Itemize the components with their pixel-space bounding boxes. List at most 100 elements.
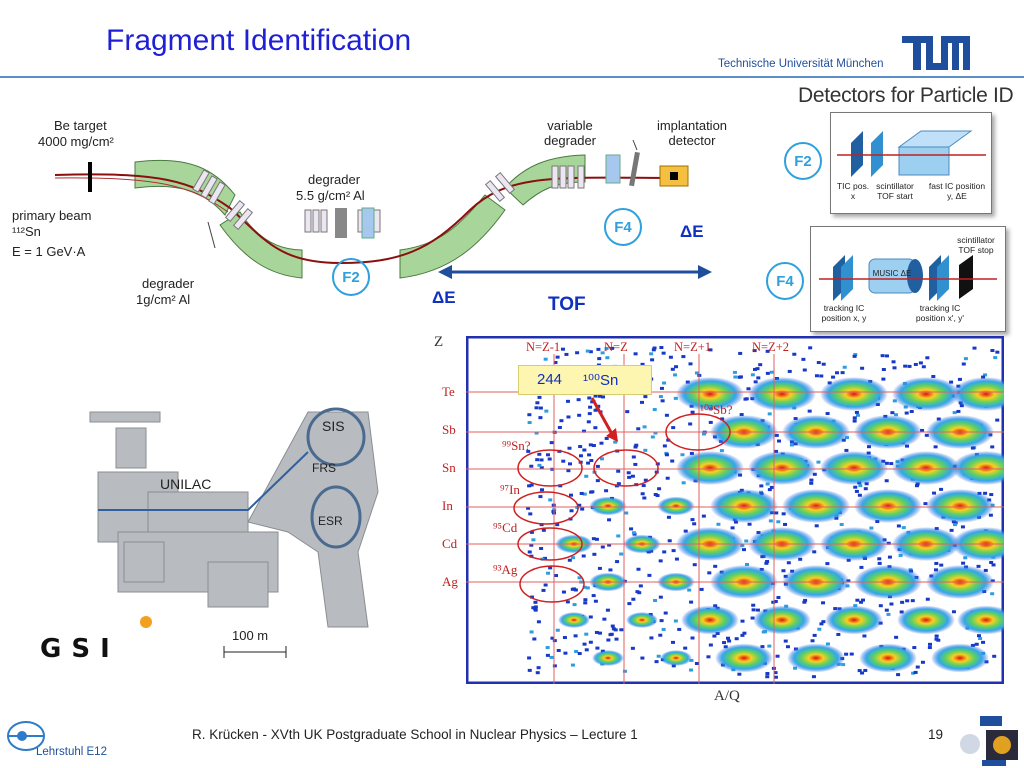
scatter-pixel: [650, 435, 655, 439]
scatter-pixel: [983, 491, 988, 495]
scatter-pixel: [589, 459, 594, 463]
scatter-pixel: [636, 427, 641, 431]
scatter-pixel: [631, 597, 636, 601]
scatter-pixel: [533, 600, 538, 604]
scatter-pixel: [932, 491, 937, 495]
scatter-pixel: [624, 511, 629, 515]
isotope-blob: [710, 489, 778, 523]
scatter-pixel: [602, 617, 607, 621]
scatter-pixel: [891, 360, 896, 364]
scatter-pixel: [529, 543, 534, 547]
scatter-pixel: [853, 353, 858, 357]
scatter-pixel: [934, 568, 939, 572]
count-arrow: [590, 397, 614, 435]
scatter-pixel: [957, 377, 962, 381]
scatter-pixel: [793, 666, 798, 670]
scatter-pixel: [904, 411, 909, 415]
scatter-pixel: [658, 595, 663, 599]
scatter-pixel: [857, 493, 862, 497]
scatter-pixel: [635, 590, 640, 594]
isotope-95cd: ⁹⁵Cd: [493, 520, 518, 535]
scatter-pixel: [810, 639, 815, 643]
scatter-pixel: [540, 488, 545, 492]
scatter-pixel: [952, 411, 957, 415]
scatter-pixel: [905, 599, 910, 603]
scatter-pixel: [573, 634, 578, 638]
scatter-pixel: [836, 632, 841, 636]
scatter-pixel: [536, 620, 541, 624]
scatter-pixel: [633, 462, 638, 466]
scatter-pixel: [737, 672, 742, 676]
scatter-pixel: [638, 584, 643, 588]
degrader1-thickness: 1g/cm² Al: [136, 292, 191, 307]
scatter-pixel: [857, 669, 862, 673]
scatter-pixel: [990, 592, 995, 596]
scatter-pixel: [576, 398, 581, 402]
isotope-blob: [820, 377, 888, 411]
scatter-pixel: [550, 636, 555, 640]
scatter-pixel: [531, 538, 536, 542]
scatter-pixel: [633, 445, 638, 449]
isotope-blob: [892, 451, 960, 485]
scatter-pixel: [597, 357, 602, 361]
scatter-pixel: [595, 646, 600, 650]
scatter-pixel: [990, 445, 995, 449]
scatter-pixel: [809, 478, 814, 482]
scatter-pixel: [825, 412, 830, 416]
scatter-pixel: [983, 373, 988, 377]
scatter-pixel: [546, 453, 551, 457]
chair-label: Lehrstuhl E12: [36, 746, 107, 758]
scatter-pixel: [910, 599, 915, 603]
tic-label: TIC pos. x: [836, 181, 870, 201]
n-line-label: N=Z+2: [752, 340, 790, 354]
scatter-pixel: [527, 656, 532, 660]
scatter-pixel: [760, 645, 765, 649]
scatter-pixel: [852, 354, 857, 358]
scale-bar: [223, 646, 287, 658]
scatter-pixel: [923, 502, 928, 506]
n-line-label: N=Z: [604, 340, 628, 354]
e12-logo: [7, 721, 45, 751]
scatter-pixel: [931, 374, 936, 378]
scatter-pixel: [529, 483, 534, 487]
scatter-pixel: [814, 374, 819, 378]
scatter-pixel: [546, 571, 551, 575]
scatter-pixel: [889, 602, 894, 606]
scatter-pixel: [566, 469, 571, 473]
scatter-pixel: [583, 601, 588, 605]
isotope-blob: [952, 451, 1004, 485]
scatter-pixel: [776, 520, 781, 524]
scatter-pixel: [543, 583, 548, 587]
scatter-pixel: [534, 431, 539, 435]
scatter-pixel: [819, 374, 824, 378]
scatter-pixel: [725, 636, 730, 640]
scatter-pixel: [767, 412, 772, 416]
scatter-pixel: [593, 599, 598, 603]
isotope-blob: [748, 377, 816, 411]
scatter-pixel: [738, 351, 743, 355]
count-arrowhead: [606, 428, 618, 442]
delta-e-left: ΔE: [432, 288, 456, 307]
f2-marker: F2: [332, 258, 370, 296]
isotope-blob: [592, 650, 624, 666]
header-divider: [0, 76, 1024, 78]
scatter-pixel: [671, 640, 676, 644]
scatter-pixel: [570, 663, 575, 667]
f2-detector-box: TIC pos. x scintillator TOF start fast I…: [830, 112, 992, 214]
isotope-103sb: ¹⁰³Sb?: [700, 402, 733, 417]
scatter-pixel: [744, 397, 749, 401]
scatter-pixel: [816, 460, 821, 464]
scatter-pixel: [989, 560, 994, 564]
scatter-pixel: [740, 619, 745, 623]
scatter-pixel: [582, 585, 587, 589]
scatter-pixel: [918, 361, 923, 365]
f4-detector-sketch: [819, 255, 997, 301]
scatter-pixel: [636, 567, 641, 571]
scatter-pixel: [884, 354, 889, 358]
scatter-pixel: [866, 445, 871, 449]
scatter-pixel: [877, 557, 882, 561]
scatter-pixel: [869, 526, 874, 530]
pid-plot: [466, 336, 1004, 684]
detectors-title: Detectors for Particle ID: [798, 84, 1014, 107]
